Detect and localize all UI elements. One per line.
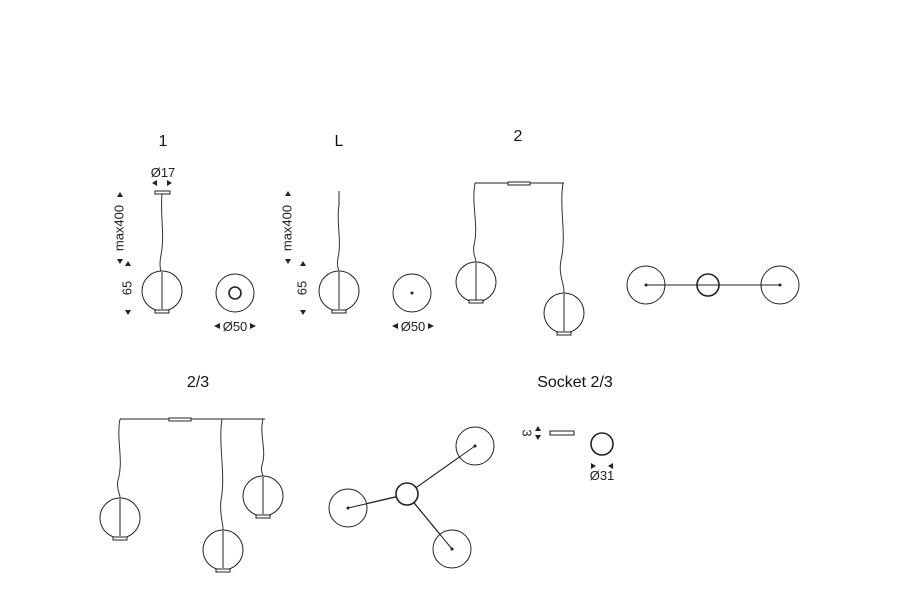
variant-1-top-view — [215, 273, 255, 313]
variant-l-top-view — [392, 273, 432, 313]
arrow-up — [125, 261, 131, 266]
arrow-left — [392, 323, 398, 329]
dim-height-65: 65 — [294, 281, 309, 295]
socket-side-view — [549, 430, 575, 436]
arrow-right — [152, 180, 157, 186]
variant-2-3-top-view — [328, 426, 495, 569]
center-point — [473, 444, 477, 448]
arrow-down — [535, 435, 541, 440]
arm-segment — [416, 445, 476, 488]
center-point — [410, 291, 414, 295]
title-variant-1: 1 — [159, 133, 168, 150]
arrow-left — [608, 463, 613, 469]
dim-diameter-50: Ø50 — [223, 319, 248, 334]
dim-height-65: 65 — [119, 281, 134, 295]
arrow-right — [428, 323, 434, 329]
center-point — [644, 283, 648, 287]
cable — [159, 193, 164, 274]
globe-base — [331, 309, 347, 314]
globe-base — [255, 514, 271, 519]
ceiling-canopy — [507, 181, 531, 186]
cable-right — [260, 418, 265, 478]
arrow-down — [117, 259, 123, 264]
arrow-up — [535, 426, 541, 431]
globe-outline — [215, 273, 255, 313]
arm-segment — [347, 496, 397, 509]
center-socket — [395, 482, 419, 506]
dim-diameter-17: Ø17 — [151, 165, 176, 180]
cable — [336, 204, 340, 273]
ceiling-canopy — [168, 417, 192, 422]
variant-l-side-view — [318, 191, 360, 314]
cable-middle — [220, 418, 224, 532]
cable-right — [559, 182, 565, 295]
socket-ring — [228, 286, 242, 300]
ceiling-canopy — [154, 190, 171, 195]
globe-base — [468, 299, 484, 304]
title-variant-l: L — [335, 133, 344, 150]
center-socket — [696, 273, 720, 297]
arrow-left — [214, 323, 220, 329]
title-socket-2-3: Socket 2/3 — [537, 374, 613, 391]
dim-diameter-31: Ø31 — [590, 468, 615, 483]
arm-segment — [413, 502, 453, 550]
dim-height-3: 3 — [520, 429, 535, 436]
arrow-left — [167, 180, 172, 186]
socket-2-3-detail — [549, 430, 614, 456]
cable-left — [473, 182, 477, 264]
globe-base — [154, 309, 170, 314]
globe-base — [112, 536, 128, 541]
socket-top-view — [590, 432, 614, 456]
globe-base — [556, 331, 572, 336]
cable-left — [117, 418, 121, 500]
variant-1-side-view — [141, 190, 183, 314]
arrow-right — [250, 323, 256, 329]
title-variant-2: 2 — [514, 128, 523, 145]
arrow-down — [125, 310, 131, 315]
arrow-up — [285, 191, 291, 196]
arrow-up — [300, 261, 306, 266]
variant-2-3-side-view — [99, 417, 284, 573]
arrow-down — [285, 259, 291, 264]
arrow-right — [591, 463, 596, 469]
center-point — [450, 547, 454, 551]
dim-max-400: max400 — [111, 205, 126, 251]
variant-2-top-view — [626, 265, 800, 305]
arrow-down — [300, 310, 306, 315]
globe-base — [215, 568, 231, 573]
center-point — [778, 283, 782, 287]
dim-diameter-50: Ø50 — [401, 319, 426, 334]
variant-2-side-view — [455, 181, 585, 336]
dim-max-400: max400 — [279, 205, 294, 251]
title-variant-2-3: 2/3 — [187, 374, 209, 391]
center-point — [346, 506, 350, 510]
arrow-up — [117, 192, 123, 197]
